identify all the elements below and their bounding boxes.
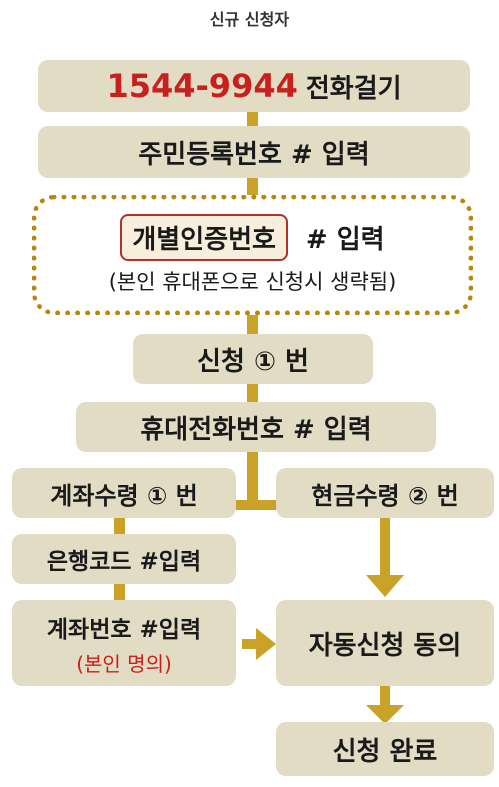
account-receive-label: 계좌수령 ① 번 bbox=[50, 481, 198, 510]
account-number-label: 계좌번호 #입력 bbox=[46, 616, 202, 643]
account-owner-note: (본인 명의) bbox=[76, 651, 172, 676]
complete-label: 신청 완료 bbox=[332, 736, 438, 767]
cash-receive-label: 현금수령 ② 번 bbox=[311, 481, 459, 510]
connector-account-to-consent bbox=[242, 639, 258, 649]
step-resident-number: 주민등록번호 # 입력 bbox=[38, 126, 470, 178]
resident-number-label: 주민등록번호 # 입력 bbox=[138, 139, 370, 170]
mobile-number-label: 휴대전화번호 # 입력 bbox=[140, 414, 372, 445]
page-title: 신규 신청자 bbox=[209, 10, 290, 29]
step-auto-consent: 자동신청 동의 bbox=[276, 600, 494, 686]
step-cash-receive: 현금수령 ② 번 bbox=[276, 468, 494, 518]
step-phone-call: 1544-9944 전화걸기 bbox=[38, 60, 470, 112]
cert-number-label: 개별인증번호 bbox=[120, 214, 288, 261]
phone-action: 전화걸기 bbox=[305, 73, 402, 104]
cert-number-input: # 입력 bbox=[305, 225, 385, 255]
connector-right-column bbox=[380, 505, 390, 577]
step-cert-number: 개별인증번호 # 입력 (본인 휴대폰으로 신청시 생략됨) bbox=[32, 195, 473, 315]
arrow-to-complete bbox=[366, 705, 404, 724]
apply-label: 신청 ① 번 bbox=[197, 346, 309, 377]
step-account-number: 계좌번호 #입력 (본인 명의) bbox=[12, 600, 236, 686]
auto-consent-label: 자동신청 동의 bbox=[308, 630, 462, 661]
arrow-to-auto-consent bbox=[366, 575, 404, 597]
bank-code-label: 은행코드 #입력 bbox=[46, 549, 202, 575]
step-account-receive: 계좌수령 ① 번 bbox=[12, 468, 236, 518]
step-apply: 신청 ① 번 bbox=[133, 334, 373, 384]
arrow-account-to-consent bbox=[256, 628, 276, 660]
step-mobile-number: 휴대전화번호 # 입력 bbox=[76, 402, 436, 452]
step-bank-code: 은행코드 #입력 bbox=[12, 534, 236, 584]
connector-consent-to-complete bbox=[380, 685, 390, 707]
step-complete: 신청 완료 bbox=[276, 722, 494, 776]
connector-split bbox=[120, 500, 400, 510]
phone-number: 1544-9944 bbox=[106, 67, 298, 105]
cert-note: (본인 휴대폰으로 신청시 생략됨) bbox=[108, 270, 397, 294]
